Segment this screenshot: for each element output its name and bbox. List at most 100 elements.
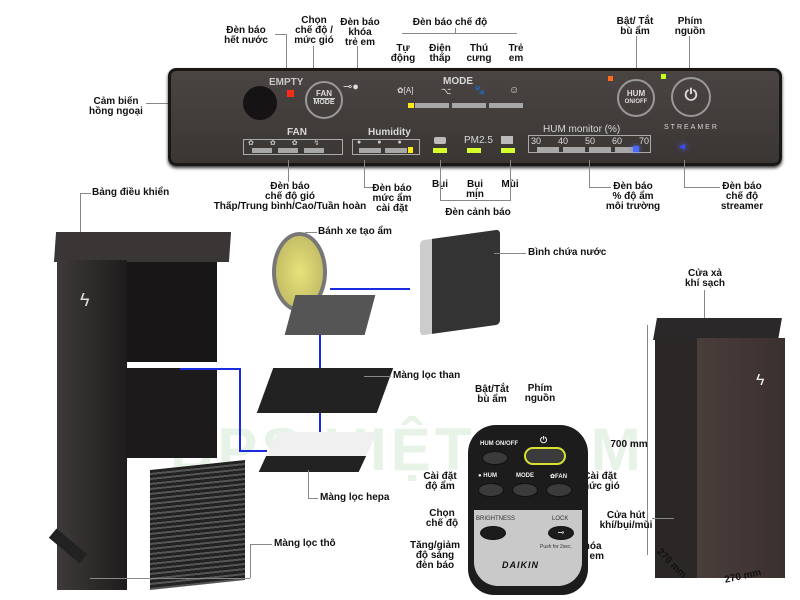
label-hum-toggle: Bật/ Tắt bù ẩm <box>616 16 654 37</box>
streamer-icon: ◂ <box>679 139 686 153</box>
empty-label: EMPTY <box>269 77 304 88</box>
streamer-label: STREAMER <box>664 124 719 131</box>
humidity-indicator-group: ●●● <box>352 139 420 155</box>
leader-line <box>80 193 81 233</box>
remote-mode-button[interactable] <box>512 483 538 497</box>
leader-line <box>652 518 674 519</box>
hum-monitor-led <box>633 146 639 152</box>
label-control-panel: Bảng điều khiển <box>92 187 170 198</box>
leader-line <box>704 290 705 325</box>
remote-fan-button[interactable] <box>546 483 572 497</box>
mode-label: MODE <box>443 76 473 87</box>
hum-bar <box>615 147 633 152</box>
remote-hum-label: ● HUM <box>478 473 497 479</box>
hum-monitor-group: 30 40 50 60 70 <box>528 135 651 153</box>
leader-line <box>455 28 456 34</box>
label-remote-brightness: Tăng/giảm độ sáng đèn báo <box>409 540 460 571</box>
remote-push-hint: Push for 2sec. <box>540 544 572 550</box>
label-humidifying-wheel: Bánh xe tạo ẩm <box>318 226 392 237</box>
hum-scale-30: 30 <box>531 136 542 146</box>
leader-line <box>402 33 517 34</box>
leader-line <box>589 187 611 188</box>
hepa-filter <box>258 432 378 472</box>
leader-line <box>440 160 441 200</box>
flow-arrow <box>239 450 267 452</box>
label-dust: Bụi <box>428 180 452 190</box>
fan-bar <box>278 148 298 153</box>
label-low-power: Điện thấp <box>429 43 451 64</box>
leader-line <box>364 187 374 188</box>
label-warning-lights: Đèn cảnh báo <box>445 207 511 218</box>
fan-mode-top: FAN <box>313 89 335 99</box>
label-ir-sensor: Cảm biến hồng ngoại <box>89 96 143 117</box>
height-dimension-line <box>647 325 648 555</box>
label-pet: Thú cưng <box>466 43 492 64</box>
fan-bar <box>252 148 272 153</box>
leader-line <box>364 376 391 377</box>
hum-bar <box>537 147 559 152</box>
hum-status-led <box>608 76 613 81</box>
label-empty-indicator: Đèn báo hết nước <box>224 25 268 46</box>
daikin-logo-icon: ϟ <box>80 290 90 310</box>
fan-mode-button[interactable]: FAN MODE <box>305 81 343 119</box>
leader-line <box>313 46 314 86</box>
remote-fan-label: ✿FAN <box>550 474 568 480</box>
low-power-icon: ⌥ <box>441 86 452 96</box>
hum-btn-bottom: ON/OFF <box>624 99 648 105</box>
label-mode-select: Chọn chế độ / mức gió <box>294 15 334 46</box>
remote-brightness-button[interactable] <box>480 526 506 540</box>
label-mode-indicators: Đèn báo chế độ <box>412 17 488 28</box>
power-button[interactable]: ⏻ <box>671 77 711 117</box>
remote-hum-button[interactable] <box>478 483 504 497</box>
leader-line <box>684 187 720 188</box>
leader-line <box>275 34 287 35</box>
child-icon: ☺ <box>509 85 520 96</box>
leader-line <box>636 36 637 88</box>
leader-line <box>80 193 91 194</box>
remote-hum-onoff-button[interactable] <box>482 451 508 465</box>
pm25-label: PM2.5 <box>464 135 493 146</box>
hum-onoff-button[interactable]: HUM ON/OFF <box>617 79 655 117</box>
label-humidity-setting: Đèn báo mức ẩm cài đặt <box>372 183 412 214</box>
leader-line <box>440 200 511 201</box>
right-unit-front <box>697 338 785 578</box>
leader-line <box>684 160 685 187</box>
label-air-intake: Cửa hút khí/bụi/mùi <box>599 510 653 531</box>
main-unit-inner <box>127 262 217 362</box>
carbon-filter <box>256 368 394 413</box>
label-remote-hum-toggle: Bật/Tắt bù ẩm <box>475 384 509 405</box>
mode-bar <box>452 103 486 108</box>
fan-label: FAN <box>287 127 307 138</box>
label-coarse-filter: Màng lọc thô <box>274 538 336 549</box>
leader-line <box>308 498 318 499</box>
label-remote-fan: Cài đặt mức gió <box>580 471 620 492</box>
fan-indicator-group: ✿✿✿↯ <box>243 139 343 155</box>
leader-line <box>510 160 511 200</box>
pet-icon: 🐾 <box>474 85 486 95</box>
label-remote-power: Phím nguồn <box>524 383 556 404</box>
key-icon: ⊸● <box>343 81 359 93</box>
fan-bar <box>304 148 324 153</box>
remote-mode-label: MODE <box>516 473 534 479</box>
leader-line <box>589 160 590 187</box>
label-fan-indicator: Đèn báo chế độ gió Thấp/Trung bình/Cao/T… <box>213 181 367 212</box>
main-unit-body <box>57 260 127 590</box>
remote-power-button[interactable] <box>524 447 566 465</box>
label-hepa-filter: Màng lọc hepa <box>320 492 390 503</box>
right-unit-side <box>655 338 697 578</box>
label-auto: Tự động <box>390 43 416 64</box>
label-water-tank: Bình chứa nước <box>528 247 607 258</box>
leader-line <box>288 160 289 182</box>
label-streamer-indicator: Đèn báo chế độ streamer <box>720 181 764 212</box>
flow-arrow <box>239 368 241 452</box>
leader-line <box>305 232 317 233</box>
coarse-filter <box>150 460 245 590</box>
leader-line <box>250 544 251 578</box>
remote-lock-button[interactable]: ⊸ <box>548 526 574 540</box>
hum-bar <box>589 147 611 152</box>
auto-mode-icon: ✿[A] <box>397 86 414 95</box>
right-unit-logo-icon: ϟ <box>756 372 765 389</box>
dust-icon <box>434 137 446 144</box>
humidity-drop-icons: ●●● <box>357 139 418 146</box>
hum-scale: 30 40 50 60 70 <box>531 136 649 146</box>
